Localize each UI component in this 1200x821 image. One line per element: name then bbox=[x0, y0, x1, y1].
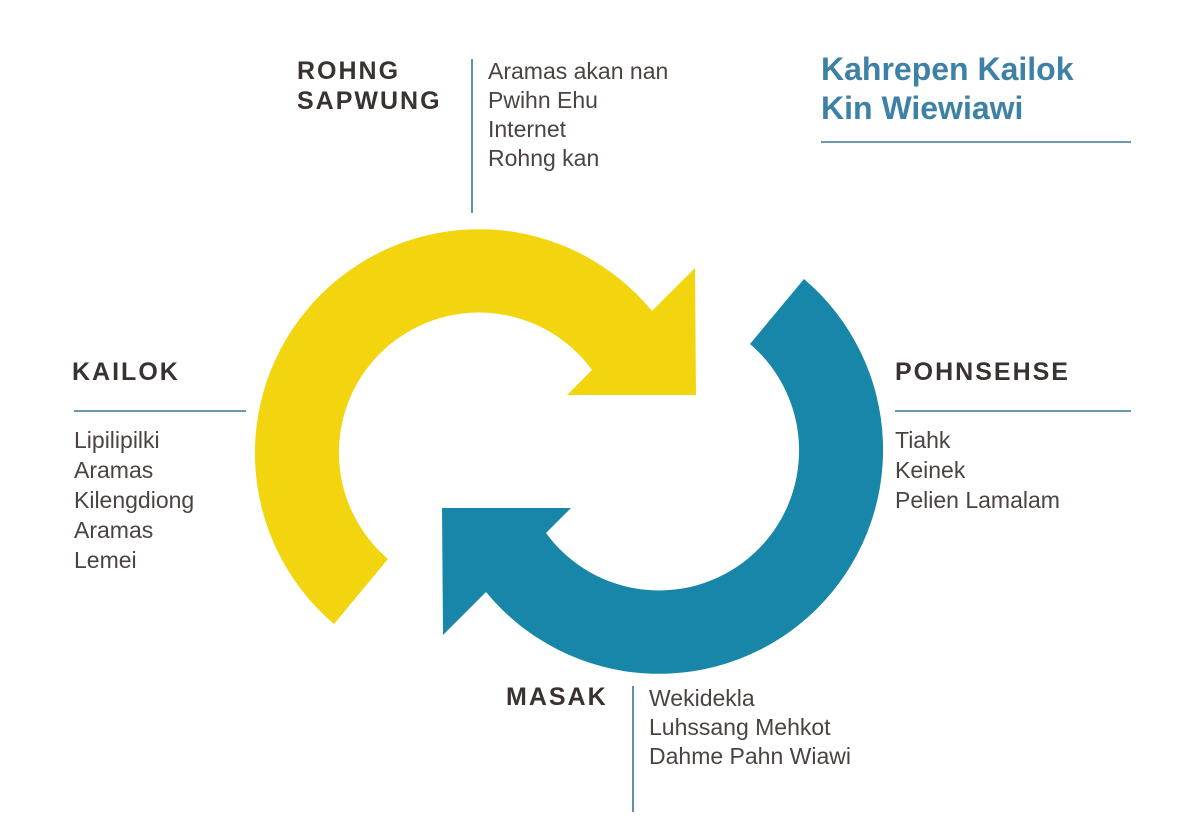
section-list-kailok: Lipilipilki Aramas Kilengdiong Aramas Le… bbox=[74, 425, 194, 575]
heading-line: SAPWUNG bbox=[297, 87, 442, 115]
section-list-pohnsehse: Tiahk Keinek Pelien Lamalam bbox=[895, 425, 1060, 515]
title-underline bbox=[821, 141, 1131, 143]
heading-line: KAILOK bbox=[72, 358, 180, 386]
list-item: Internet bbox=[488, 116, 566, 142]
divider-horizontal-kailok bbox=[74, 410, 246, 412]
heading-line: POHNSEHSE bbox=[895, 358, 1070, 386]
list-item: Pelien Lamalam bbox=[895, 487, 1060, 513]
section-heading-kailok: KAILOK bbox=[72, 357, 180, 387]
divider-horizontal-pohnsehse bbox=[895, 410, 1131, 412]
section-heading-rohng-sapwung: ROHNG SAPWUNG bbox=[297, 56, 442, 116]
list-item: Lemei bbox=[74, 547, 137, 573]
heading-line: MASAK bbox=[506, 683, 608, 711]
heading-line: ROHNG bbox=[297, 57, 401, 85]
teal-cycle-arrow bbox=[442, 279, 884, 674]
list-item: Keinek bbox=[895, 457, 966, 483]
divider-vertical-bottom bbox=[632, 686, 634, 812]
list-item: Luhssang Mehkot bbox=[649, 714, 831, 740]
section-list-rohng-sapwung: Aramas akan nan Pwihn Ehu Internet Rohng… bbox=[488, 57, 668, 173]
page-title-line: Kahrepen Kailok bbox=[821, 51, 1074, 87]
list-item: Pwihn Ehu bbox=[488, 87, 598, 113]
list-item: Lipilipilki bbox=[74, 427, 160, 453]
section-list-masak: Wekidekla Luhssang Mehkot Dahme Pahn Wia… bbox=[649, 684, 851, 771]
list-item: Tiahk bbox=[895, 427, 951, 453]
list-item: Wekidekla bbox=[649, 685, 755, 711]
page-title: Kahrepen Kailok Kin Wiewiawi bbox=[821, 50, 1074, 128]
yellow-cycle-arrow bbox=[254, 229, 696, 624]
divider-vertical-top bbox=[471, 59, 473, 213]
list-item: Rohng kan bbox=[488, 145, 600, 171]
list-item: Aramas akan nan bbox=[488, 58, 669, 84]
list-item: Aramas bbox=[74, 517, 154, 543]
section-heading-masak: MASAK bbox=[506, 682, 608, 712]
list-item: Dahme Pahn Wiawi bbox=[649, 743, 851, 769]
section-heading-pohnsehse: POHNSEHSE bbox=[895, 357, 1070, 387]
list-item: Aramas bbox=[74, 457, 154, 483]
page-title-line: Kin Wiewiawi bbox=[821, 90, 1024, 126]
list-item: Kilengdiong bbox=[74, 487, 195, 513]
